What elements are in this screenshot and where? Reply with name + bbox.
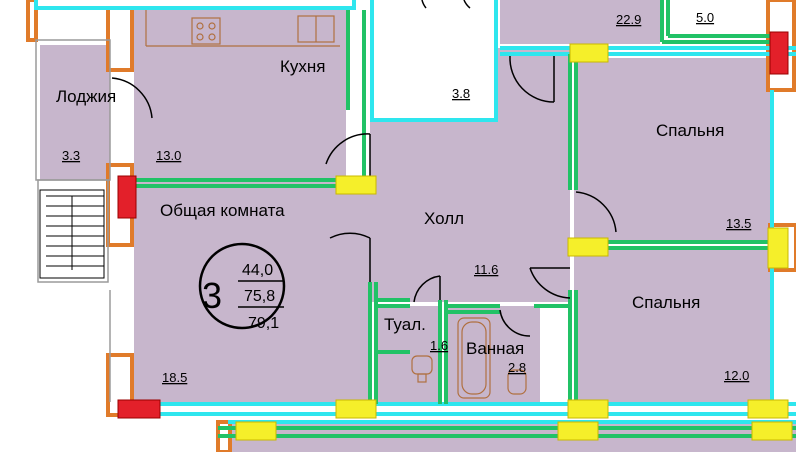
loggia-floor [40,45,110,180]
living-area-bottom: 18.5 [162,370,187,385]
kitchen-floor [134,10,346,180]
green-walls [130,0,796,438]
bedroom2-area: 12.0 [724,368,749,383]
doors [111,0,617,337]
neighbor-right-area: 5.0 [696,10,714,25]
kitchen-label: Кухня [280,57,326,76]
bedroom2-floor [574,250,770,402]
closet-floor [374,0,494,118]
closet-area: 3.8 [452,86,470,101]
bath-label: Ванная [466,339,524,358]
window-markers [235,43,793,441]
living-label: Общая комната [160,201,285,220]
toilet-area: 1.6 [430,338,448,353]
cyan-walls [34,0,796,424]
loggia-label: Лоджия [56,87,116,106]
total-area: 75,8 [244,288,275,305]
room-fills [40,0,796,452]
hall-area: 11.6 [474,262,498,277]
red-markers [117,31,789,419]
bath-area: 2.8 [508,360,526,375]
bedroom1-floor [574,58,770,244]
stairs [39,189,105,279]
bathroom-fixtures [411,317,527,399]
rooms-count: 3 [202,275,222,316]
room-labels: Кухня Лоджия 3.3 13.0 Общая комната 18.5… [56,10,751,385]
full-area: 79,1 [248,315,279,332]
neighbor-right-floor [672,0,768,40]
hall-label: Холл [424,209,464,228]
living-area-total: 44,0 [242,262,273,279]
living-area-top: 13.0 [156,148,181,163]
balcony-borders [35,39,111,402]
bedroom2-label: Спальня [632,293,700,312]
loggia-area: 3.3 [62,148,80,163]
bedroom1-area: 13.5 [726,216,751,231]
neighbor-left-floor [500,0,660,44]
neighbor-left-area: 22.9 [616,12,641,27]
bedroom1-label: Спальня [656,121,724,140]
bath-floor [444,306,540,402]
area-summary: 3 44,0 75,8 79,1 [198,242,286,332]
kitchen-fixtures [145,10,340,47]
living-floor [134,180,370,402]
summary-circle [198,242,286,330]
toilet-label: Туал. [384,315,426,334]
